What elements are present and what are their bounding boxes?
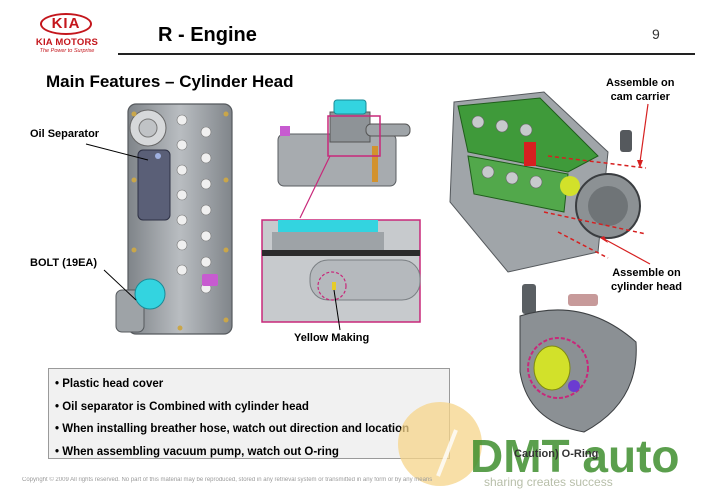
yellow-making-label: Yellow Making [294,332,370,344]
watermark-text: DMT auto [470,430,680,482]
logo-motors-text: KIA MOTORS [35,37,99,48]
copyright-notice: Copyright © 2009 All rights reserved. No… [22,477,433,483]
dmt-auto-watermark: DMT auto sharing creates success [398,402,680,489]
features-box: • Plastic head cover • Oil separator is … [48,368,450,459]
feature-item: • Plastic head cover [55,378,164,390]
logo-kia-text: KIA [51,15,81,32]
caution-label: Caution) O-Ring [514,448,599,460]
cylinder-head-label-line1: Assemble on [612,267,681,279]
header-divider [118,53,695,55]
cylinder-head-label-line2: cylinder head [611,281,682,293]
zoom-detail-illustration [261,219,421,323]
bolt-label: BOLT (19EA) [30,257,98,269]
feature-item: • When installing breather hose, watch o… [55,423,410,435]
cam-carrier-label-line1: Assemble on [606,77,675,89]
watermark-tagline: sharing creates success [484,475,613,489]
section-subtitle: Main Features – Cylinder Head [46,72,294,91]
page-number: 9 [652,26,660,42]
cam-carrier-illustration [449,91,647,273]
logo-tagline: The Power to Surprise [39,48,95,54]
cam-carrier-label-line2: cam carrier [610,91,670,103]
cam-carrier-label: Assemble on cam carrier [606,76,674,104]
page-title: R - Engine [158,24,257,46]
cylinder-head-label: Assemble on cylinder head [611,266,682,294]
feature-item: • Oil separator is Combined with cylinde… [55,400,309,413]
breather-side-illustration [277,99,411,187]
kia-motors-logo: KIA KIA MOTORS The Power to Surprise [30,10,104,54]
vacuum-pump-illustration [519,284,637,433]
head-cover-illustration [115,103,233,335]
feature-item: • When assembling vacuum pump, watch out… [55,445,339,458]
oil-separator-label: Oil Separator [30,128,100,140]
logo-oval-icon [40,13,92,35]
